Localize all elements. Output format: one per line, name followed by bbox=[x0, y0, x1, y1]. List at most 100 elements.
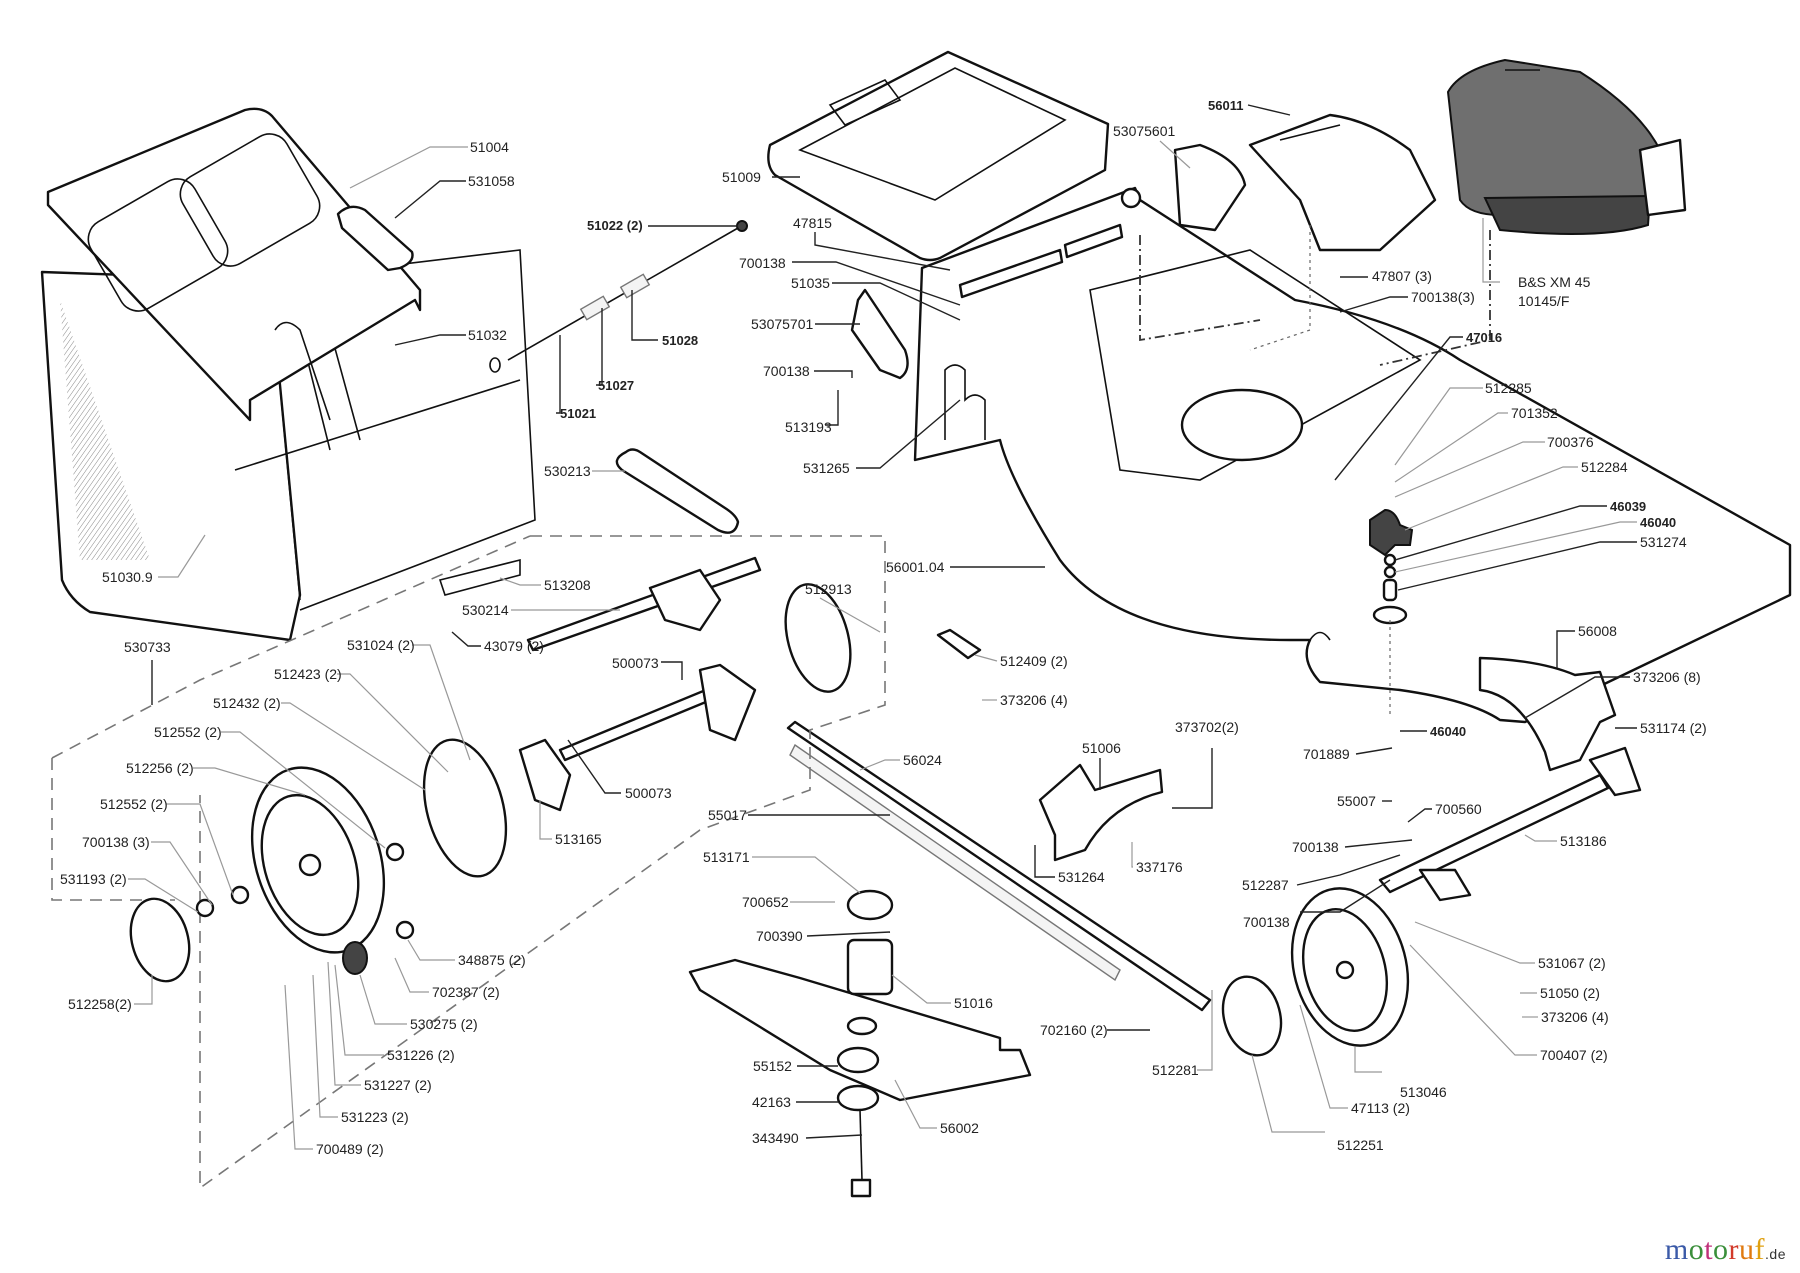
part-label-512409: 512409 (2) bbox=[1000, 653, 1068, 669]
leader-512258 bbox=[134, 975, 153, 1005]
part-label-51032: 51032 bbox=[468, 327, 507, 343]
part-label-46040-b: 46040 bbox=[1430, 724, 1466, 739]
part-label-700138-c: 700138(3) bbox=[1411, 289, 1475, 305]
part-label-56024: 56024 bbox=[903, 752, 942, 768]
logo-letter: t bbox=[1704, 1233, 1714, 1266]
logo-letter: r bbox=[1728, 1233, 1740, 1266]
logo-letter: m bbox=[1664, 1233, 1689, 1266]
leader-500073-a bbox=[661, 661, 683, 680]
engine-cover-56011 bbox=[1248, 113, 1437, 252]
leader-51016 bbox=[891, 974, 951, 1004]
part-label-530214: 530214 bbox=[462, 602, 509, 618]
part-label-51030.9: 51030.9 bbox=[102, 569, 153, 585]
guard-51006 bbox=[1038, 763, 1164, 862]
part-label-531274: 531274 bbox=[1640, 534, 1687, 550]
leader-348875 bbox=[407, 939, 455, 961]
leader-700489 bbox=[284, 984, 313, 1150]
leader-lines bbox=[128, 104, 1637, 1150]
catcher-lid bbox=[46, 107, 422, 422]
leader-700390 bbox=[806, 931, 891, 937]
part-label-702387: 702387 (2) bbox=[432, 984, 500, 1000]
rear-wheel bbox=[1290, 887, 1410, 1047]
leader-51028 bbox=[631, 290, 658, 341]
leader-512552-a bbox=[221, 731, 386, 849]
logo-tld: .de bbox=[1765, 1246, 1786, 1262]
part-label-531226: 531226 (2) bbox=[387, 1047, 455, 1063]
part-label-47016: 47016 bbox=[1466, 330, 1502, 345]
leader-500073-b bbox=[567, 739, 621, 794]
leader-531058 bbox=[394, 180, 466, 219]
leader-512285 bbox=[1394, 387, 1483, 466]
leader-51004 bbox=[349, 146, 468, 189]
leader-700138-b bbox=[814, 370, 853, 378]
part-label-530213: 530213 bbox=[544, 463, 591, 479]
part-label-348875: 348875 (2) bbox=[458, 952, 526, 968]
part-label-512552-a: 512552 (2) bbox=[154, 724, 222, 740]
leader-531067 bbox=[1414, 921, 1535, 964]
part-label-56002: 56002 bbox=[940, 1120, 979, 1136]
motoruf-logo[interactable]: motoruf.de bbox=[1665, 1233, 1786, 1267]
leader-512432 bbox=[281, 702, 426, 791]
front-wheel bbox=[250, 766, 386, 954]
part-label-51022: 51022 (2) bbox=[587, 218, 643, 233]
part-label-47113: 47113 (2) bbox=[1351, 1100, 1410, 1116]
leader-513165 bbox=[539, 800, 552, 840]
drive-belt bbox=[615, 448, 740, 534]
part-label-513186: 513186 bbox=[1560, 833, 1607, 849]
leader-373206-8 bbox=[1524, 676, 1630, 719]
leader-51035 bbox=[832, 282, 961, 321]
part-label-500073-a: 500073 bbox=[612, 655, 659, 671]
part-label-51035: 51035 bbox=[791, 275, 830, 291]
leader-56024 bbox=[859, 759, 900, 771]
part-label-51016: 51016 bbox=[954, 995, 993, 1011]
leader-700138-a bbox=[792, 261, 961, 306]
part-label-512913: 512913 bbox=[805, 581, 852, 597]
part-label-42163: 42163 bbox=[752, 1094, 791, 1110]
leader-51030.9 bbox=[158, 534, 206, 578]
leader-513046 bbox=[1354, 1047, 1382, 1073]
part-label-700138-b: 700138 bbox=[763, 363, 810, 379]
part-label-53075701: 53075701 bbox=[751, 316, 814, 332]
part-label-700138-e: 700138 bbox=[1243, 914, 1290, 930]
leader-53075601 bbox=[1159, 140, 1191, 169]
part-label-55152: 55152 bbox=[753, 1058, 792, 1074]
rear-axle bbox=[1378, 746, 1642, 902]
part-label-701352: 701352 bbox=[1511, 405, 1558, 421]
leader-56011 bbox=[1247, 104, 1291, 116]
leader-47016 bbox=[1334, 336, 1463, 481]
part-label-51027: 51027 bbox=[598, 378, 634, 393]
leader-512423 bbox=[337, 673, 449, 773]
part-label-530275: 530275 (2) bbox=[410, 1016, 478, 1032]
leader-700138-e bbox=[1300, 879, 1391, 913]
part-label-373702: 373702(2) bbox=[1175, 719, 1239, 735]
leader-512281 bbox=[1197, 990, 1213, 1071]
leader-531223 bbox=[312, 974, 338, 1118]
part-label-700560: 700560 bbox=[1435, 801, 1482, 817]
leader-512913 bbox=[819, 597, 881, 633]
part-label-512284: 512284 bbox=[1581, 459, 1628, 475]
rod-assembly bbox=[489, 220, 748, 373]
logo-letter: o bbox=[1713, 1233, 1729, 1266]
part-label-512552-b: 512552 (2) bbox=[100, 796, 168, 812]
part-label-513208: 513208 bbox=[544, 577, 591, 593]
leader-530275 bbox=[359, 974, 407, 1025]
leader-700407 bbox=[1409, 944, 1537, 1056]
leader-702387 bbox=[394, 957, 429, 993]
part-label-47815: 47815 bbox=[793, 215, 832, 231]
leader-512251 bbox=[1251, 1054, 1325, 1133]
bracket-53075701 bbox=[850, 288, 909, 380]
leader-337176 bbox=[1131, 842, 1133, 868]
cutting-blade bbox=[688, 889, 1032, 1198]
part-label-51006: 51006 bbox=[1082, 740, 1121, 756]
drive-group-outline bbox=[51, 535, 886, 1190]
part-label-531067: 531067 (2) bbox=[1538, 955, 1606, 971]
front-axle bbox=[518, 663, 757, 812]
part-label-512432: 512432 (2) bbox=[213, 695, 281, 711]
part-label-531265: 531265 bbox=[803, 460, 850, 476]
leader-51027 bbox=[596, 308, 603, 386]
part-label-700407: 700407 (2) bbox=[1540, 1047, 1608, 1063]
part-label-531193: 531193 (2) bbox=[60, 871, 127, 887]
leader-46040-a bbox=[1394, 521, 1637, 573]
leader-46039 bbox=[1394, 505, 1607, 561]
leader-373702 bbox=[1172, 748, 1213, 809]
